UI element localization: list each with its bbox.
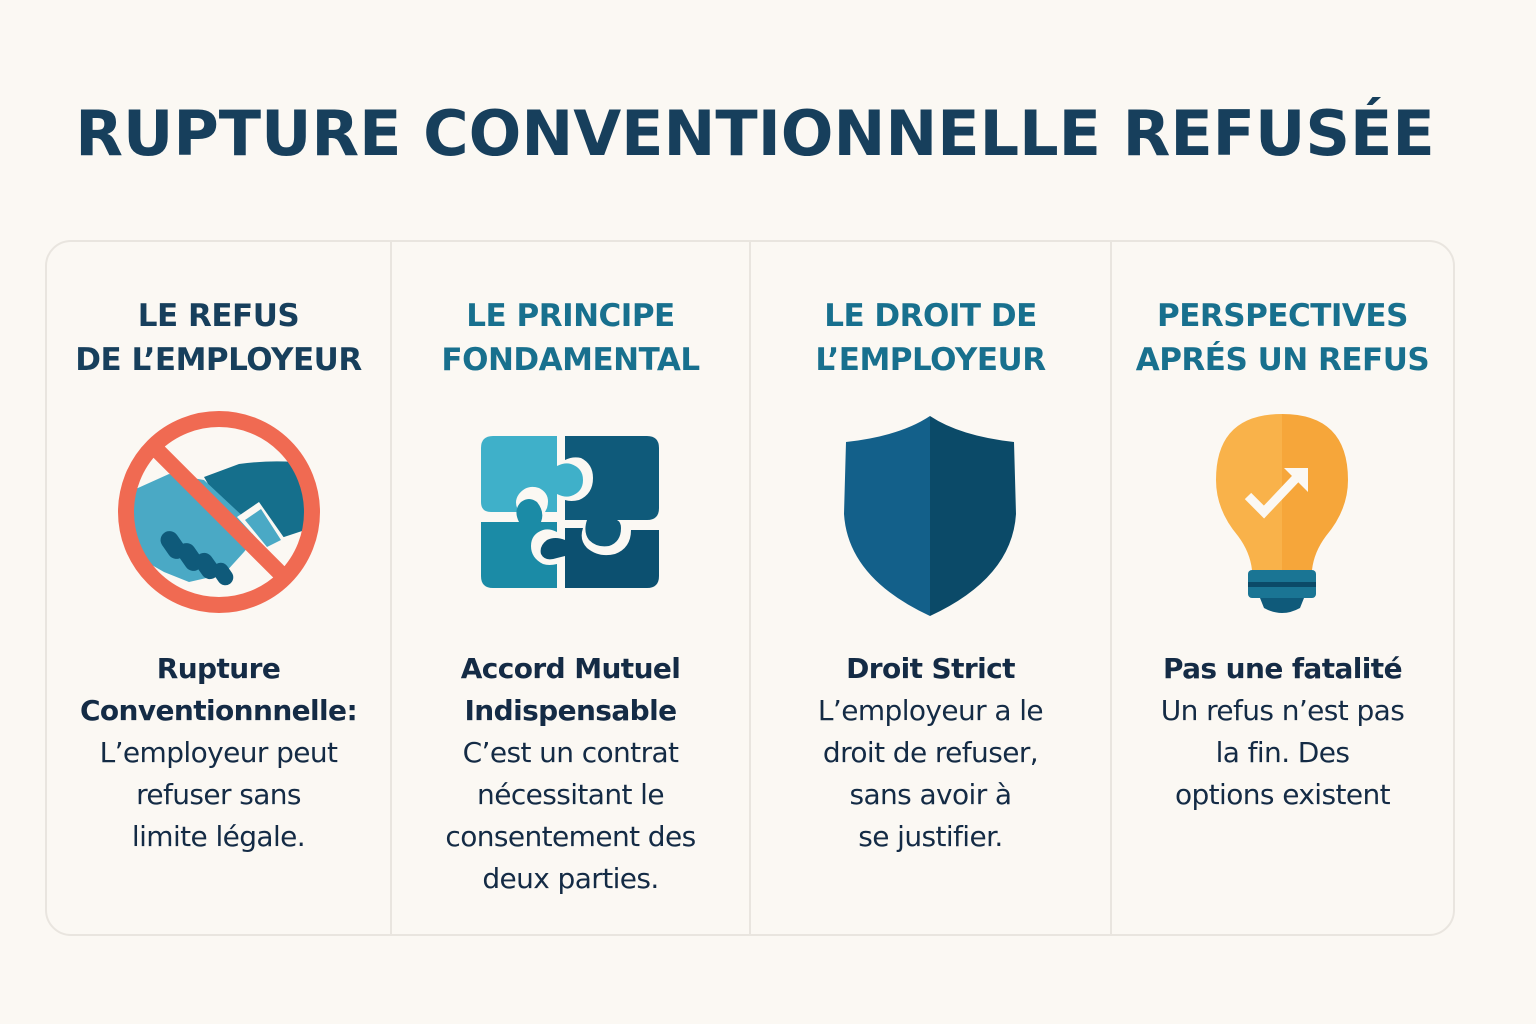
card-body-line: Rupture bbox=[156, 652, 281, 685]
card-body: Rupture Conventionnnelle: L’employeur pe… bbox=[47, 648, 390, 858]
card-heading-line: APRÉS UN REFUS bbox=[1135, 342, 1430, 378]
shield-icon bbox=[820, 402, 1040, 622]
card-body-line: nécessitant le bbox=[477, 778, 665, 811]
puzzle-icon bbox=[461, 402, 681, 622]
card-heading-line: LE REFUS bbox=[137, 298, 300, 334]
card-body-line: limite légale. bbox=[131, 820, 306, 853]
card-perspectives: PERSPECTIVES APRÉS UN REFUS Pas une fata… bbox=[1112, 242, 1453, 934]
card-heading: LE PRINCIPE FONDAMENTAL bbox=[392, 294, 749, 382]
card-heading: LE DROIT DE L’EMPLOYEUR bbox=[751, 294, 1110, 382]
card-body: Pas une fatalité Un refus n’est pas la f… bbox=[1112, 648, 1453, 816]
card-body-line: sans avoir à bbox=[849, 778, 1012, 811]
card-heading-line: FONDAMENTAL bbox=[441, 342, 700, 378]
lightbulb-icon bbox=[1172, 402, 1392, 622]
card-heading-line: L’EMPLOYEUR bbox=[815, 342, 1046, 378]
card-heading-line: PERSPECTIVES bbox=[1157, 298, 1408, 334]
card-body-line: C’est un contrat bbox=[462, 736, 679, 769]
card-body-line: Droit Strict bbox=[846, 652, 1015, 685]
card-body-line: deux parties. bbox=[482, 862, 659, 895]
card-body-line: Un refus n’est pas bbox=[1160, 694, 1405, 727]
card-body-line: options existent bbox=[1174, 778, 1391, 811]
page-title: RUPTURE CONVENTIONNELLE REFUSÉE bbox=[75, 97, 1435, 170]
card-body-line: Pas une fatalité bbox=[1162, 652, 1403, 685]
info-panel-grid: LE REFUS DE L’EMPLOYEUR bbox=[45, 240, 1455, 936]
card-body-line: droit de refuser, bbox=[822, 736, 1039, 769]
card-body-line: Indispensable bbox=[464, 694, 677, 727]
card-heading: LE REFUS DE L’EMPLOYEUR bbox=[47, 294, 390, 382]
card-body-line: se justifier. bbox=[858, 820, 1003, 853]
card-heading: PERSPECTIVES APRÉS UN REFUS bbox=[1112, 294, 1453, 382]
card-body-line: Conventionnnelle: bbox=[79, 694, 358, 727]
card-employer-refusal: LE REFUS DE L’EMPLOYEUR bbox=[47, 242, 393, 934]
card-employer-right: LE DROIT DE L’EMPLOYEUR Droit Strict L’e… bbox=[751, 242, 1112, 934]
card-heading-line: LE DROIT DE bbox=[824, 298, 1037, 334]
card-body-line: Accord Mutuel bbox=[460, 652, 681, 685]
card-heading-line: DE L’EMPLOYEUR bbox=[75, 342, 362, 378]
card-heading-line: LE PRINCIPE bbox=[466, 298, 675, 334]
card-body-line: consentement des bbox=[445, 820, 696, 853]
card-fundamental-principle: LE PRINCIPE FONDAMENTAL Accord Mutuel In… bbox=[392, 242, 751, 934]
card-body-line: L’employeur peut bbox=[99, 736, 338, 769]
card-body: Droit Strict L’employeur a le droit de r… bbox=[751, 648, 1110, 858]
card-body-line: L’employeur a le bbox=[817, 694, 1044, 727]
no-handshake-icon bbox=[109, 402, 329, 622]
card-body: Accord Mutuel Indispensable C’est un con… bbox=[392, 648, 749, 900]
card-body-line: refuser sans bbox=[136, 778, 301, 811]
card-body-line: la fin. Des bbox=[1215, 736, 1350, 769]
